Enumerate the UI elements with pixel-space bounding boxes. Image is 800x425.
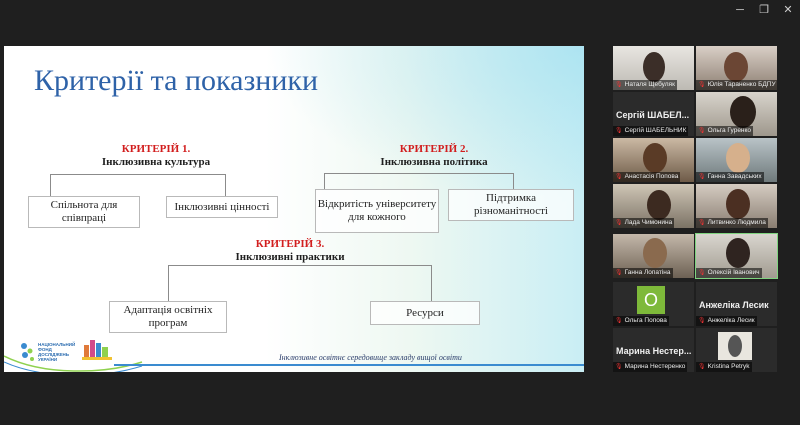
criterion-1: КРИТЕРІЙ 1. Інклюзивна культура — [86, 143, 226, 169]
participant-tile[interactable]: 🎙Анастасія Попова — [613, 138, 694, 182]
criterion-label: КРИТЕРІЙ 2. — [399, 143, 469, 155]
mic-muted-icon: 🎙 — [698, 364, 706, 370]
mic-muted-icon: 🎙 — [698, 318, 706, 324]
shared-slide: Критерії та показники КРИТЕРІЙ 1. Інклюз… — [4, 46, 584, 372]
connector-line — [168, 265, 432, 266]
connector-line — [324, 173, 514, 174]
participant-tile[interactable]: 🎙Ганна Лопатіна — [613, 234, 694, 278]
participant-name: 🎙Анжеліка Лесик — [696, 316, 757, 326]
participant-name: 🎙Марина Нестеренко — [613, 362, 688, 372]
participant-name: 🎙Kristina Petryk — [696, 362, 752, 372]
criterion-name: Інклюзивна політика — [380, 156, 488, 168]
indicator-box: Ресурси — [370, 301, 480, 325]
participant-tile[interactable]: Марина Нестер... 🎙Марина Нестеренко — [613, 328, 694, 372]
participant-tile[interactable]: 🎙Наталя Щебуляк — [613, 46, 694, 90]
indicator-box: Інклюзивні цінності — [166, 196, 278, 218]
connector-line — [50, 174, 51, 196]
mic-muted-icon: 🎙 — [698, 128, 706, 134]
close-button[interactable]: ✕ — [781, 4, 795, 16]
video-feed — [726, 238, 750, 268]
participant-name: 🎙Лада Чимонина — [613, 218, 675, 228]
criterion-label: КРИТЕРІЙ 1. — [121, 143, 191, 155]
participant-name: 🎙Олексій Іванович — [696, 268, 762, 278]
participant-name: 🎙Ольга Гуренко — [696, 126, 754, 136]
connector-line — [50, 174, 226, 175]
participant-tile[interactable]: Анжеліка Лесик 🎙Анжеліка Лесик — [696, 282, 777, 326]
footer-line — [114, 364, 584, 366]
connector-line — [225, 174, 226, 196]
participant-display-name: Анжеліка Лесик — [699, 300, 769, 310]
video-feed — [647, 190, 671, 220]
mic-muted-icon: 🎙 — [615, 128, 623, 134]
indicator-box: Спільнота для співпраці — [28, 196, 140, 228]
mic-muted-icon: 🎙 — [615, 270, 623, 276]
participant-name: 🎙Ольга Попова — [613, 316, 669, 326]
maximize-button[interactable]: ❐ — [757, 4, 771, 16]
mic-muted-icon: 🎙 — [615, 364, 623, 370]
minimize-button[interactable]: ─ — [733, 4, 747, 16]
slide-decoration — [264, 46, 584, 206]
indicator-box: Адаптація освітніх програм — [109, 301, 227, 333]
minimize-icon: ─ — [736, 4, 744, 16]
mic-muted-icon: 🎙 — [615, 82, 623, 88]
participant-tile[interactable]: Сергій ШАБЕЛ... 🎙Сергій ШАБЕЛЬНИК — [613, 92, 694, 136]
criterion-3: КРИТЕРІЙ 3. Інклюзивні практики — [220, 238, 360, 264]
logo-text: НАЦІОНАЛЬНИЙ ФОНД ДОСЛІДЖЕНЬ УКРАЇНИ — [38, 342, 76, 362]
participant-tile[interactable]: 🎙Литвинко Людмила — [696, 184, 777, 228]
close-icon: ✕ — [783, 4, 793, 16]
participant-display-name: Марина Нестер... — [616, 346, 692, 356]
participant-tile[interactable]: 🎙Юлія Тараненко БДПУ — [696, 46, 777, 90]
maximize-icon: ❐ — [759, 4, 769, 16]
video-feed — [643, 52, 665, 82]
mic-muted-icon: 🎙 — [698, 174, 706, 180]
profile-picture — [718, 332, 752, 360]
slide-footer: Інклюзивне освітнє середовище закладу ви… — [279, 353, 462, 362]
criterion-label: КРИТЕРІЙ 3. — [255, 238, 325, 250]
mic-muted-icon: 🎙 — [698, 220, 706, 226]
indicator-box: Відкритість університету для кожного — [315, 189, 439, 233]
video-feed — [726, 189, 750, 219]
connector-line — [324, 173, 325, 189]
participant-name: 🎙Сергій ШАБЕЛЬНИК — [613, 126, 689, 136]
mic-muted-icon: 🎙 — [698, 270, 706, 276]
mic-muted-icon: 🎙 — [615, 174, 623, 180]
participant-tile[interactable]: 🎙Ольга Гуренко — [696, 92, 777, 136]
mic-muted-icon: 🎙 — [615, 318, 623, 324]
criterion-name: Інклюзивна культура — [101, 156, 211, 168]
participant-tile-active-speaker[interactable]: 🎙Олексій Іванович — [695, 233, 778, 279]
nfdu-logo-icon — [21, 343, 34, 361]
criterion-name: Інклюзивні практики — [235, 251, 345, 263]
participant-name: 🎙Наталя Щебуляк — [613, 80, 677, 90]
participant-name: 🎙Литвинко Людмила — [696, 218, 768, 228]
participant-tile[interactable]: 🎙Лада Чимонина — [613, 184, 694, 228]
video-feed — [643, 238, 667, 268]
city-logo-icon — [82, 340, 112, 360]
mic-muted-icon: 🎙 — [698, 82, 706, 88]
participant-display-name: Сергій ШАБЕЛ... — [616, 110, 690, 120]
participant-name: 🎙Юлія Тараненко БДПУ — [696, 80, 777, 90]
participant-name: 🎙Ганна Завадських — [696, 172, 764, 182]
participant-name: 🎙Анастасія Попова — [613, 172, 681, 182]
participant-avatar: О — [637, 286, 665, 314]
mic-muted-icon: 🎙 — [615, 220, 623, 226]
connector-line — [168, 265, 169, 301]
video-feed — [643, 143, 667, 173]
connector-line — [431, 265, 432, 301]
criterion-2: КРИТЕРІЙ 2. Інклюзивна політика — [374, 143, 494, 169]
video-feed — [726, 143, 750, 173]
participant-tile[interactable]: 🎙Kristina Petryk — [696, 328, 777, 372]
slide-title: Критерії та показники — [34, 64, 319, 97]
participant-tile[interactable]: О 🎙Ольга Попова — [613, 282, 694, 326]
video-feed — [724, 52, 748, 82]
participant-name: 🎙Ганна Лопатіна — [613, 268, 673, 278]
indicator-box: Підтримка різноманітності — [448, 189, 574, 221]
connector-line — [513, 173, 514, 189]
participant-tile[interactable]: 🎙Ганна Завадських — [696, 138, 777, 182]
video-feed — [730, 96, 756, 128]
